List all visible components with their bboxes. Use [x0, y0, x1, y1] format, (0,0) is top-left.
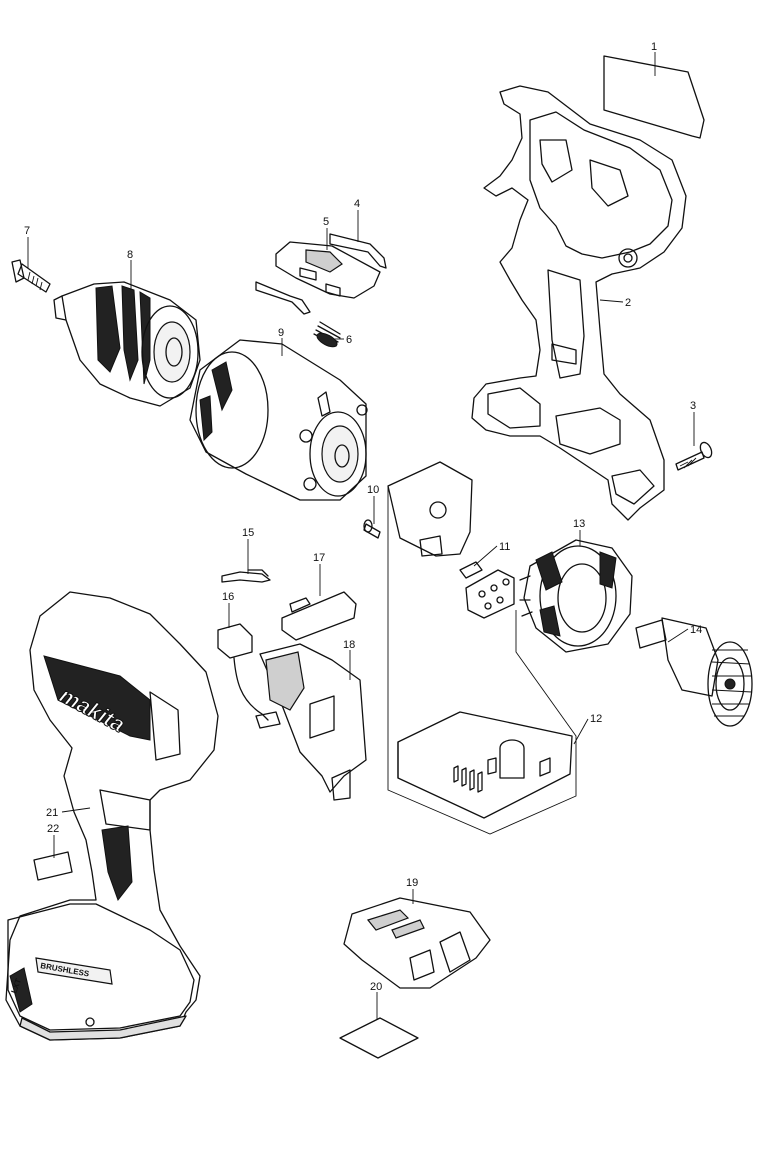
part-7-bolt[interactable] [11, 259, 51, 293]
callout-21: 21 [46, 807, 58, 819]
callout-15: 15 [242, 527, 254, 539]
callout-17: 17 [313, 552, 325, 564]
callout-5: 5 [323, 216, 329, 228]
callout-3: 3 [690, 400, 696, 412]
part-9-gear-assembly[interactable] [189, 339, 368, 501]
part-15-spring-plate[interactable] [221, 569, 271, 583]
leader-lines [27, 52, 695, 1020]
callout-22: 22 [47, 823, 59, 835]
callout-19: 19 [406, 877, 418, 889]
callout-11: 11 [499, 541, 510, 553]
part-6-spring[interactable] [313, 321, 341, 350]
callout-7: 7 [24, 225, 30, 237]
callout-12: 12 [590, 713, 602, 725]
part-5-switch-plate[interactable] [275, 241, 381, 299]
part-10-screw[interactable] [363, 519, 381, 539]
part-4-spring-plate[interactable] [255, 233, 387, 315]
callout-18: 18 [343, 639, 355, 651]
callout-16: 16 [222, 591, 234, 603]
part-2-housing-half[interactable] [471, 85, 687, 521]
part-8-keyless-chuck[interactable] [53, 281, 201, 407]
part-3-screw[interactable] [675, 441, 714, 471]
callout-numbers: 1 2 3 4 5 6 7 8 9 10 11 12 13 14 15 16 1… [24, 41, 702, 993]
part-14-rotor[interactable] [635, 617, 753, 727]
part-17-push-button[interactable] [281, 591, 357, 641]
part-11-terminal-block[interactable] [387, 461, 515, 619]
part-20-label-sheet[interactable] [339, 1017, 419, 1059]
callout-6: 6 [346, 334, 352, 346]
part-19-terminal-base[interactable] [343, 897, 491, 989]
part-1-label-plate[interactable] [603, 55, 705, 139]
part-18-switch[interactable] [259, 643, 367, 801]
callout-8: 8 [127, 249, 133, 261]
part-12-controller-board[interactable] [387, 486, 577, 835]
part-21-main-housing[interactable]: makita BRUSHLESS LXT [5, 591, 219, 1041]
callout-2: 2 [625, 297, 631, 309]
callout-10: 10 [367, 484, 379, 496]
part-13-stator[interactable] [519, 539, 633, 653]
part-16-led-wire[interactable] [217, 623, 281, 729]
callout-14: 14 [690, 624, 702, 636]
callout-1: 1 [651, 41, 657, 53]
callout-9: 9 [278, 327, 284, 339]
callout-20: 20 [370, 981, 382, 993]
callout-13: 13 [573, 518, 585, 530]
callout-4: 4 [354, 198, 360, 210]
part-22-label-sheet[interactable] [33, 851, 73, 881]
